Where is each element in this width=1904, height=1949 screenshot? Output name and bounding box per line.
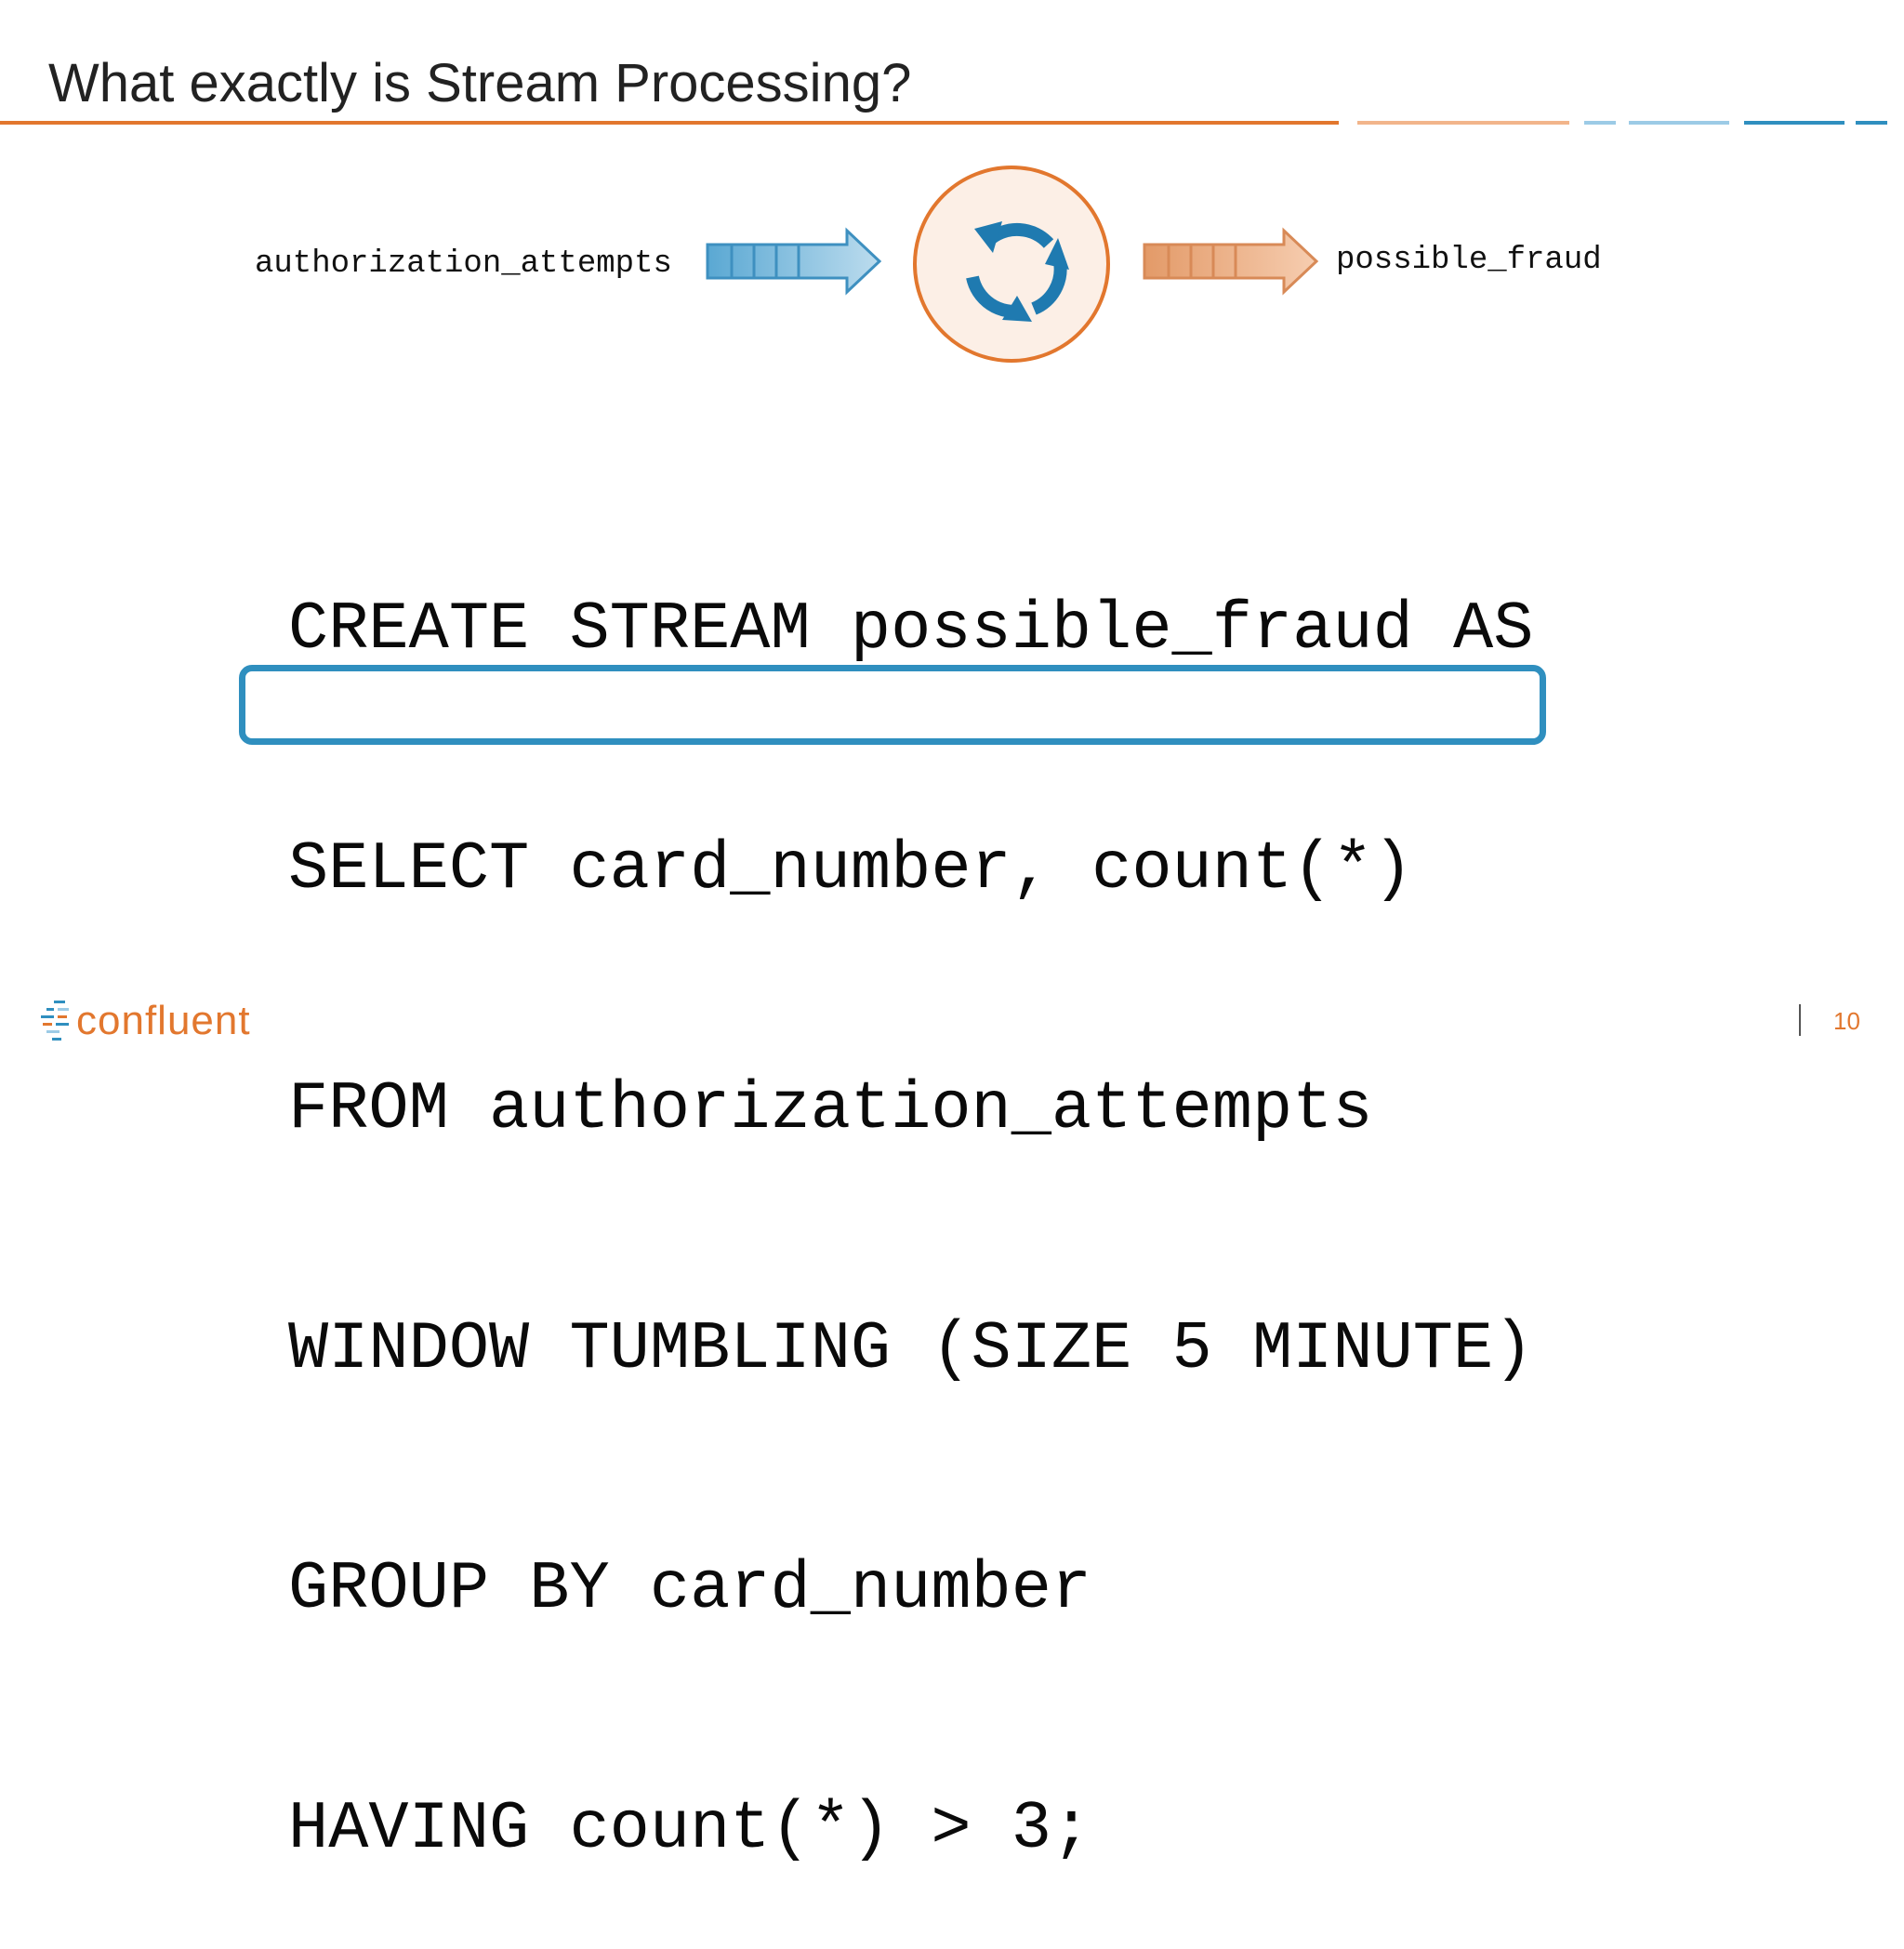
confluent-logo-mark-icon <box>41 1001 69 1041</box>
title-divider <box>0 121 1887 125</box>
stream-processing-diagram <box>706 166 1319 363</box>
divider-segment-blue-1 <box>1744 121 1844 125</box>
divider-segment-blue-2 <box>1856 121 1887 125</box>
output-stream-arrow <box>1143 227 1319 296</box>
code-line-window: WINDOW TUMBLING (SIZE 5 MINUTE) <box>288 1311 1534 1387</box>
processor-circle <box>913 166 1110 363</box>
divider-segment-light-orange <box>1357 121 1569 125</box>
page-number: 10 <box>1833 1007 1860 1035</box>
refresh-cycle-icon <box>966 221 1069 322</box>
confluent-logo: confluent <box>39 995 251 1047</box>
code-line-having: HAVING count(*) > 3; <box>288 1791 1092 1867</box>
code-line-select: SELECT card_number, count(*) <box>288 831 1413 908</box>
slide-title: What exactly is Stream Processing? <box>48 53 912 113</box>
input-stream-label: authorization_attempts <box>255 246 672 282</box>
code-line-from: FROM authorization_attempts <box>288 1071 1373 1147</box>
ksql-query-code: CREATE STREAM possible_fraud AS SELECT c… <box>288 430 1533 1949</box>
input-stream-arrow <box>706 227 882 296</box>
code-line-group-by: GROUP BY card_number <box>288 1551 1092 1627</box>
page-number-separator <box>1799 1004 1801 1036</box>
divider-segment-pale-blue-1 <box>1584 121 1616 125</box>
window-clause-highlight <box>239 665 1546 745</box>
divider-segment-orange <box>0 121 1339 125</box>
code-line-create: CREATE STREAM possible_fraud AS <box>288 591 1534 668</box>
divider-segment-pale-blue-2 <box>1629 121 1729 125</box>
logo-wordmark: confluent <box>76 998 251 1043</box>
output-stream-label: possible_fraud <box>1336 243 1602 278</box>
